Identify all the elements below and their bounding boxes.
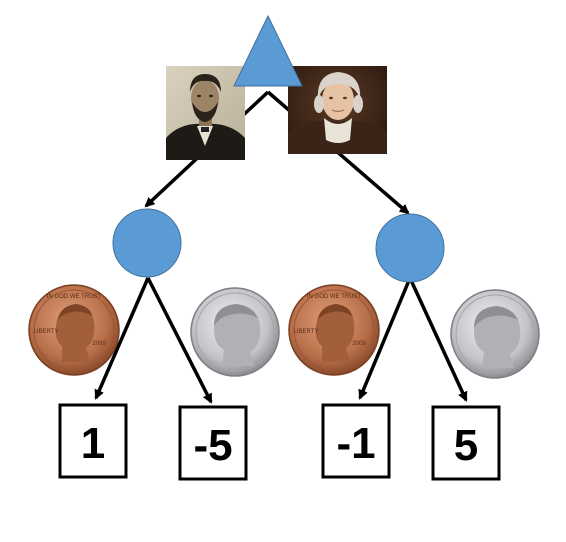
edge-left-to-leaf-2 bbox=[146, 277, 213, 404]
payoff-leaf-4: 5 bbox=[431, 405, 501, 481]
payoff-value: -1 bbox=[336, 419, 375, 468]
payoff-leaf-2: -5 bbox=[178, 405, 248, 481]
penny-icon: IN GOD WE TRUST LIBERTY 2009 bbox=[288, 284, 380, 376]
penny-liberty: LIBERTY bbox=[294, 329, 319, 335]
edge-right-to-leaf-3 bbox=[358, 277, 412, 400]
penny-icon: IN GOD WE TRUST LIBERTY 2009 bbox=[28, 284, 120, 376]
nickel-icon bbox=[450, 289, 540, 379]
edge-left-to-leaf-1 bbox=[94, 277, 150, 400]
penny-year: 2009 bbox=[92, 341, 106, 347]
portrait-jefferson-icon bbox=[288, 66, 387, 154]
payoff-leaf-3: -1 bbox=[321, 403, 391, 479]
chance-node-right bbox=[375, 213, 445, 283]
edge-right-to-leaf-4 bbox=[408, 277, 468, 402]
penny-year: 2009 bbox=[352, 341, 366, 347]
portrait-lincoln-icon bbox=[166, 66, 245, 160]
payoff-leaf-1: 1 bbox=[58, 403, 128, 479]
payoff-value: 5 bbox=[454, 421, 478, 470]
payoff-value: -5 bbox=[193, 421, 232, 470]
chance-node-left bbox=[112, 208, 182, 278]
root-decision-node bbox=[233, 14, 303, 87]
payoff-value: 1 bbox=[81, 419, 105, 468]
penny-motto: IN GOD WE TRUST bbox=[47, 294, 102, 300]
penny-motto: IN GOD WE TRUST bbox=[307, 294, 362, 300]
penny-liberty: LIBERTY bbox=[34, 329, 59, 335]
nickel-icon bbox=[190, 287, 280, 377]
